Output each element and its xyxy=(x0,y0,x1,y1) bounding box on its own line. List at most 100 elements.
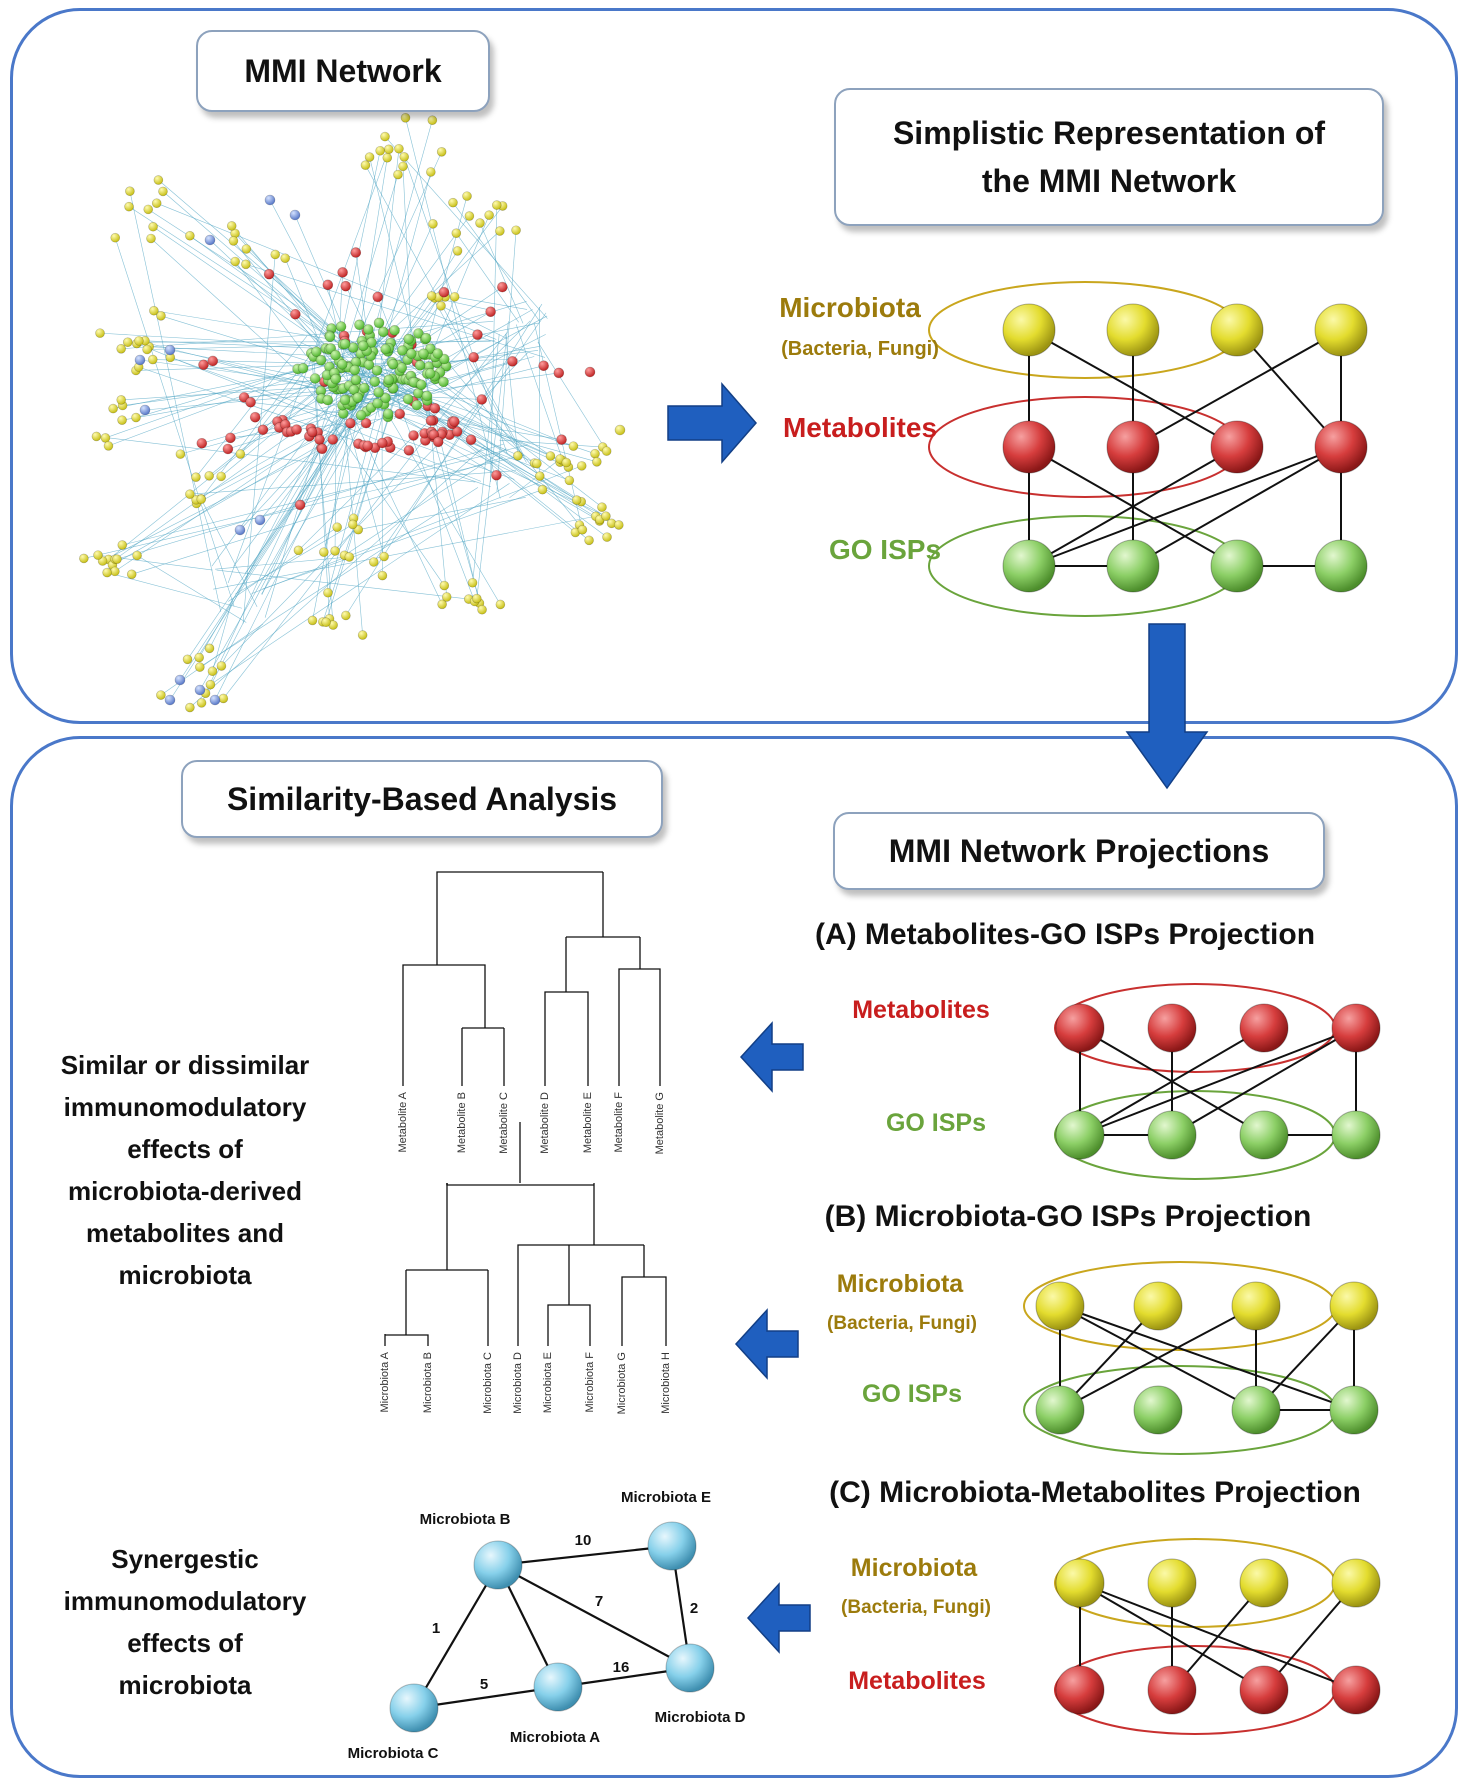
network-edge xyxy=(127,341,491,343)
dendrogram-leaf-label: Metabolite C xyxy=(498,1092,510,1154)
go-isp-node xyxy=(396,362,408,373)
microbiota-node xyxy=(471,593,482,604)
network-edge xyxy=(150,238,338,408)
metabolite-node xyxy=(222,443,234,455)
similar-effects-line: Similar or dissimilar xyxy=(60,1050,310,1080)
proj-b-microbiota-layer-node xyxy=(1035,1281,1085,1331)
dendrogram-leaf-label: Metabolite A xyxy=(397,1091,409,1152)
microbiota-node xyxy=(484,210,494,220)
proj-c-metabolites-layer-node xyxy=(1147,1665,1197,1715)
projections-title: MMI Network Projections xyxy=(833,812,1325,890)
go-isp-node xyxy=(315,354,327,366)
network-edge xyxy=(382,362,475,602)
network-edge xyxy=(431,295,527,463)
metabolite-node xyxy=(263,268,275,280)
microbiota-node xyxy=(399,152,410,162)
metabolite-node xyxy=(538,360,549,371)
microbiota-node xyxy=(428,219,438,229)
network-edge xyxy=(440,305,508,340)
metabolites-layer-node xyxy=(1002,420,1056,474)
metabolite-node xyxy=(340,280,352,292)
metabolite-node xyxy=(476,394,488,405)
microbiota-node xyxy=(307,615,318,626)
network-edge xyxy=(472,334,500,583)
microbiota-node xyxy=(462,191,472,201)
network-node-label: Microbiota A xyxy=(510,1729,600,1746)
go-isps-layer-node xyxy=(1002,539,1056,593)
go-isp-node xyxy=(369,376,381,387)
microbiota-node xyxy=(321,617,331,628)
microbiota-node xyxy=(156,311,166,321)
metabolite-node xyxy=(245,396,256,408)
microbiota-node xyxy=(584,535,594,546)
microbiota-network-node xyxy=(533,1662,583,1712)
microbiota-node xyxy=(124,201,134,212)
metabolites-layer-label: Metabolites xyxy=(782,412,938,443)
network-edge xyxy=(537,341,607,452)
network-edge xyxy=(454,296,528,310)
metabolites-layer-node xyxy=(1314,420,1368,474)
proj-a-metabolites-layer-node xyxy=(1055,1003,1105,1053)
microbiota-node xyxy=(134,336,144,346)
metabolite-node xyxy=(345,417,356,429)
metabolite-node xyxy=(491,469,502,481)
microbiota-node xyxy=(602,532,612,542)
microbiota-node xyxy=(270,249,281,260)
network-edge xyxy=(200,499,258,607)
metabolite-node xyxy=(556,434,567,445)
go-isps-layer-label: GO ISPs xyxy=(828,534,942,565)
metabolite-dendrogram-right xyxy=(544,872,661,1086)
microbiota-node xyxy=(347,519,358,530)
network-edge xyxy=(144,340,383,352)
go-isp-node xyxy=(330,373,341,385)
go-isp-node xyxy=(424,368,436,379)
metabolite-node xyxy=(249,411,261,423)
network-edge xyxy=(131,457,503,575)
network-link xyxy=(413,1564,499,1709)
microbiota-node xyxy=(467,577,478,588)
microbiota-dendrogram-right xyxy=(517,1244,667,1346)
fungi-node xyxy=(204,234,216,246)
microbiota-node xyxy=(332,522,342,533)
layer-edge xyxy=(1028,446,1238,567)
fungi-node xyxy=(139,404,151,416)
dendrogram-leaf-label: Microbiota G xyxy=(616,1352,628,1414)
dendrogram-leaf-label: Microbiota E xyxy=(542,1352,554,1413)
microbiota-node xyxy=(451,228,462,239)
microbiota-node xyxy=(357,630,368,640)
layer-edge xyxy=(1079,1027,1265,1136)
microbiota-node xyxy=(360,160,371,170)
go-isp-node xyxy=(311,346,322,357)
microbiota-layer-node xyxy=(1106,303,1160,357)
network-edge xyxy=(96,436,476,483)
microbiota-network-node xyxy=(389,1683,439,1733)
go-isp-node xyxy=(402,393,414,405)
go-isp-node xyxy=(373,317,385,329)
network-edge xyxy=(136,555,247,623)
network-edge xyxy=(345,286,385,364)
fungi-node xyxy=(164,694,176,706)
metabolite-dendrogram-left xyxy=(402,964,505,1086)
microbiota-node xyxy=(394,143,404,154)
proj-b-microbiota-layer-node xyxy=(1329,1281,1379,1331)
metabolite-node xyxy=(196,437,208,449)
network-edge xyxy=(108,355,349,447)
synergistic-effects-line: microbiota xyxy=(118,1670,252,1700)
proj-b-go-isps-layer-node xyxy=(1231,1385,1281,1435)
go-isp-node xyxy=(383,374,395,386)
layer-edge xyxy=(1059,1305,1355,1411)
similar-effects-line: immunomodulatory xyxy=(63,1092,307,1122)
metabolite-node xyxy=(451,426,463,437)
microbiota-node xyxy=(151,198,162,209)
proj-c-metabolites-layer-node xyxy=(1239,1665,1289,1715)
microbiota-node xyxy=(185,230,195,241)
metabolite-node xyxy=(403,445,415,456)
network-edge xyxy=(402,166,413,367)
microbiota-node xyxy=(464,211,475,221)
network-edge xyxy=(245,264,546,358)
microbiota-node xyxy=(398,161,408,172)
microbiota-node xyxy=(116,344,126,354)
microbiota-node xyxy=(117,415,127,425)
microbiota-node xyxy=(117,540,128,550)
microbiota-node xyxy=(204,471,214,481)
